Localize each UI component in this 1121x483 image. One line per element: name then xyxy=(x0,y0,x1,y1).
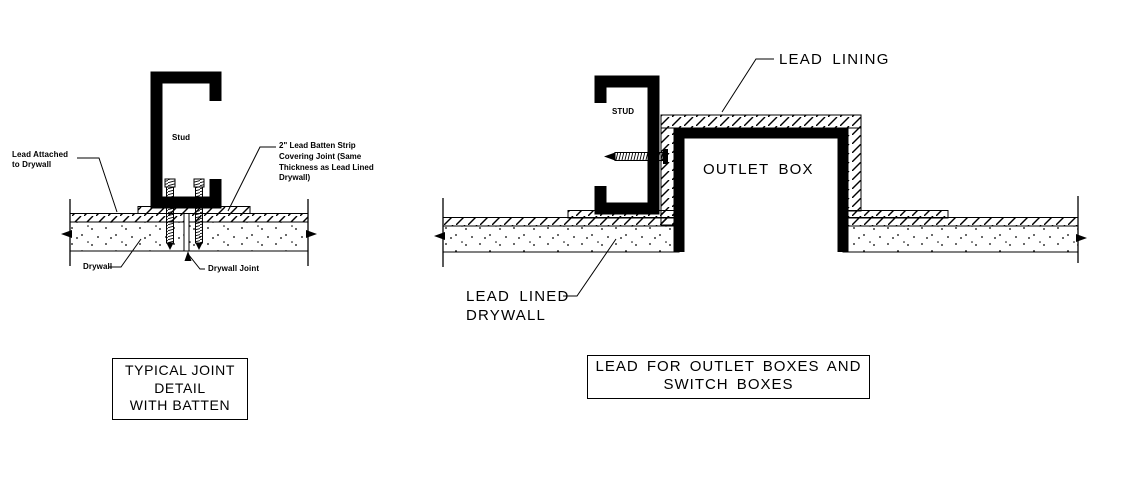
lead-lined-drywall-line-2: DRYWALL xyxy=(466,307,547,324)
lead-lining-label: LEAD LINING xyxy=(779,51,890,68)
left-stud-label: Stud xyxy=(172,133,191,142)
drywall-label: Drywall xyxy=(83,262,113,271)
right-detail-drawing xyxy=(434,58,1087,297)
right-drywall-body-left xyxy=(442,225,680,253)
lead-attached-label: Lead Attached to Drywall xyxy=(12,150,68,170)
right-stud-label: STUD xyxy=(612,107,635,116)
screw-left-2 xyxy=(193,178,205,250)
lead-lining-leader xyxy=(721,58,774,113)
right-drywall-body-right xyxy=(842,225,1079,253)
right-lead-sheet-right xyxy=(847,217,1079,227)
left-detail-title-box: TYPICAL JOINT DETAIL WITH BATTEN xyxy=(112,358,248,420)
left-stud-channel xyxy=(150,71,222,209)
right-lead-sheet-left xyxy=(442,217,675,227)
outlet-box-shell xyxy=(673,127,849,252)
batten-note-line-1: 2" Lead Batten Strip xyxy=(279,141,356,150)
left-title-line-2: DETAIL xyxy=(154,379,206,396)
lead-lined-drywall-line-1: LEAD LINED xyxy=(466,288,570,305)
right-detail-title-box: LEAD FOR OUTLET BOXES AND SWITCH BOXES xyxy=(587,355,870,399)
batten-note-line-2: Covering Joint (Same xyxy=(279,151,362,161)
batten-note-label: 2" Lead Batten Strip Covering Joint (Sam… xyxy=(279,141,374,184)
batten-note-line-3: Thickness as Lead Lined xyxy=(279,162,374,172)
break-arrow-right xyxy=(1076,234,1087,242)
right-stud-channel xyxy=(594,75,660,215)
lead-lined-drywall-label: LEAD LINED DRYWALL xyxy=(466,287,570,325)
break-arrow-left xyxy=(61,230,72,238)
drywall-joint-arrow xyxy=(184,251,192,261)
left-title-line-3: WITH BATTEN xyxy=(129,397,231,413)
lead-attached-line-2: to Drywall xyxy=(12,160,52,169)
screw-horizontal xyxy=(604,149,668,164)
break-arrow-left xyxy=(434,232,445,240)
screw-left-1 xyxy=(164,178,176,250)
drywall-leader xyxy=(109,238,142,268)
drywall-joint-leader xyxy=(187,253,205,270)
lead-step-right xyxy=(847,210,949,219)
right-title-line-1: LEAD FOR OUTLET BOXES AND xyxy=(595,358,862,375)
lead-lined-drywall-leader xyxy=(563,238,617,297)
drywall-joint-label: Drywall Joint xyxy=(208,264,260,273)
lead-attached-leader xyxy=(77,157,118,213)
left-title-line-1: TYPICAL JOINT xyxy=(125,362,235,378)
lead-attached-line-1: Lead Attached xyxy=(12,150,69,159)
batten-note-line-4: Drywall) xyxy=(279,173,311,183)
left-detail-drawing xyxy=(61,71,317,270)
batten-note-leader xyxy=(227,146,276,212)
drywall-joint-gap xyxy=(183,213,190,252)
right-title-line-2: SWITCH BOXES xyxy=(663,376,794,393)
outlet-box-label: OUTLET BOX xyxy=(703,161,814,178)
break-arrow-right xyxy=(306,230,317,238)
